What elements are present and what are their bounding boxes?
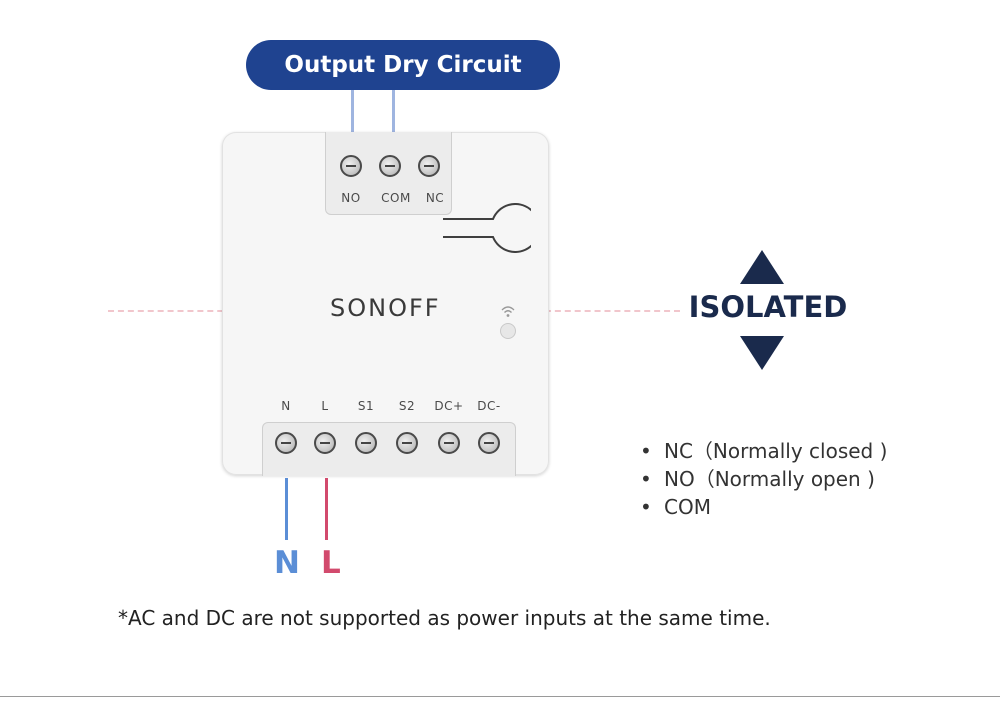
legend-item-nc: • NC（Normally closed ) (640, 437, 940, 465)
terminal-screw-dc-minus (478, 432, 500, 454)
brand-logo: SONOFF (330, 294, 441, 322)
legend-bullet: • (640, 495, 652, 519)
isolated-label: ISOLATED (688, 290, 848, 324)
terminal-label-no: NO (341, 191, 361, 205)
legend-item-no: • NO（Normally open ) (640, 465, 940, 493)
output-wire-left (351, 90, 354, 136)
terminal-label-s1: S1 (357, 399, 375, 413)
arrow-down-icon (740, 336, 784, 370)
terminal-screw-dc-plus (438, 432, 460, 454)
legend-bullet: • (640, 467, 652, 491)
legend-text: NC（Normally closed ) (664, 439, 888, 463)
pairing-button-icon (443, 203, 531, 253)
legend-text: COM (664, 495, 711, 519)
neutral-wire (285, 478, 288, 540)
terminal-screw-n (275, 432, 297, 454)
input-terminal-block (262, 422, 516, 476)
status-led (500, 323, 516, 339)
terminal-screw-no (340, 155, 362, 177)
terminal-label-n: N (281, 399, 291, 413)
terminal-label-l: L (321, 399, 329, 413)
live-wire (325, 478, 328, 540)
terminal-screw-nc (418, 155, 440, 177)
terminal-label-dc-minus: DC- (477, 399, 501, 413)
bottom-divider (0, 696, 1000, 697)
legend-item-com: • COM (640, 493, 940, 521)
banner-title: Output Dry Circuit (284, 52, 522, 78)
terminal-legend: • NC（Normally closed ) • NO（Normally open … (640, 437, 940, 521)
terminal-label-dc-plus: DC+ (434, 399, 464, 413)
terminal-screw-s2 (396, 432, 418, 454)
arrow-up-icon (740, 250, 784, 284)
terminal-label-com: COM (381, 191, 411, 205)
power-input-footnote: *AC and DC are not supported as power in… (118, 606, 771, 630)
terminal-screw-s1 (355, 432, 377, 454)
terminal-label-nc: NC (425, 191, 445, 205)
legend-text: NO（Normally open ) (664, 467, 875, 491)
terminal-label-s2: S2 (398, 399, 416, 413)
terminal-screw-l (314, 432, 336, 454)
output-dry-circuit-banner: Output Dry Circuit (246, 40, 560, 90)
output-wire-right (392, 90, 395, 136)
legend-bullet: • (640, 439, 652, 463)
terminal-screw-com (379, 155, 401, 177)
neutral-label: N (274, 545, 300, 581)
wifi-icon (501, 306, 515, 317)
live-label: L (321, 545, 341, 581)
